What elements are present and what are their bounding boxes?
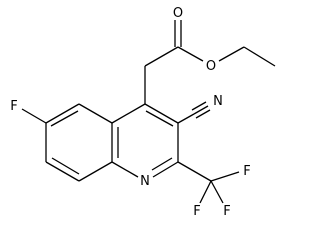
bond-nitrile-1	[193, 105, 209, 115]
bond-carbonyl-oester	[177, 46, 204, 62]
bond-c2-n1-inner	[151, 157, 173, 171]
atom-f-cf3-left: F	[193, 204, 200, 219]
bond-ch2-carbonyl	[144, 46, 179, 67]
bond-c5-c6-inner	[50, 110, 79, 127]
bond-oester-ch2	[218, 46, 245, 62]
bond-c4a-c4	[111, 103, 146, 124]
bond-c7-c8-inner	[51, 157, 80, 175]
atom-o-ester: O	[206, 59, 216, 74]
bond-c7-c8	[45, 161, 80, 182]
bond-c5-c6	[45, 103, 80, 124]
bond-nitrile-3	[195, 109, 211, 119]
bond-c2-n1	[152, 161, 179, 178]
benzene-ring	[45, 103, 113, 182]
atom-f-cf3-right: F	[223, 204, 230, 219]
bond-c3-cn	[177, 113, 195, 124]
bond-cf3-f-top	[210, 171, 240, 182]
bond-c2-cf3	[177, 161, 212, 182]
molecule-structure: O O N N F F F F	[10, 6, 276, 219]
bond-c4a-c5	[78, 103, 113, 124]
bond-c4-c3-inner	[145, 110, 174, 127]
bond-c4-c3	[144, 103, 179, 124]
atom-o-carbonyl: O	[173, 6, 183, 21]
bond-cf3-f-left	[199, 180, 212, 204]
substituents	[21, 101, 240, 204]
bond-cf3-f-right	[210, 180, 224, 204]
bond-c6-f	[21, 108, 47, 124]
bond-nitrile-2	[191, 101, 207, 111]
pyridine-ring	[111, 103, 179, 178]
bond-n1-c8a	[111, 161, 139, 178]
bond-c8-c8a	[78, 161, 113, 182]
atom-n-nitrile: N	[213, 94, 223, 109]
ester-chain	[144, 20, 276, 104]
atom-labels: O O N N F F F F	[10, 6, 250, 219]
atom-n-ring: N	[140, 174, 150, 189]
atom-f-cf3-top: F	[243, 164, 250, 179]
bond-ch2-ch3	[243, 46, 276, 67]
atom-f-ring: F	[10, 99, 17, 114]
